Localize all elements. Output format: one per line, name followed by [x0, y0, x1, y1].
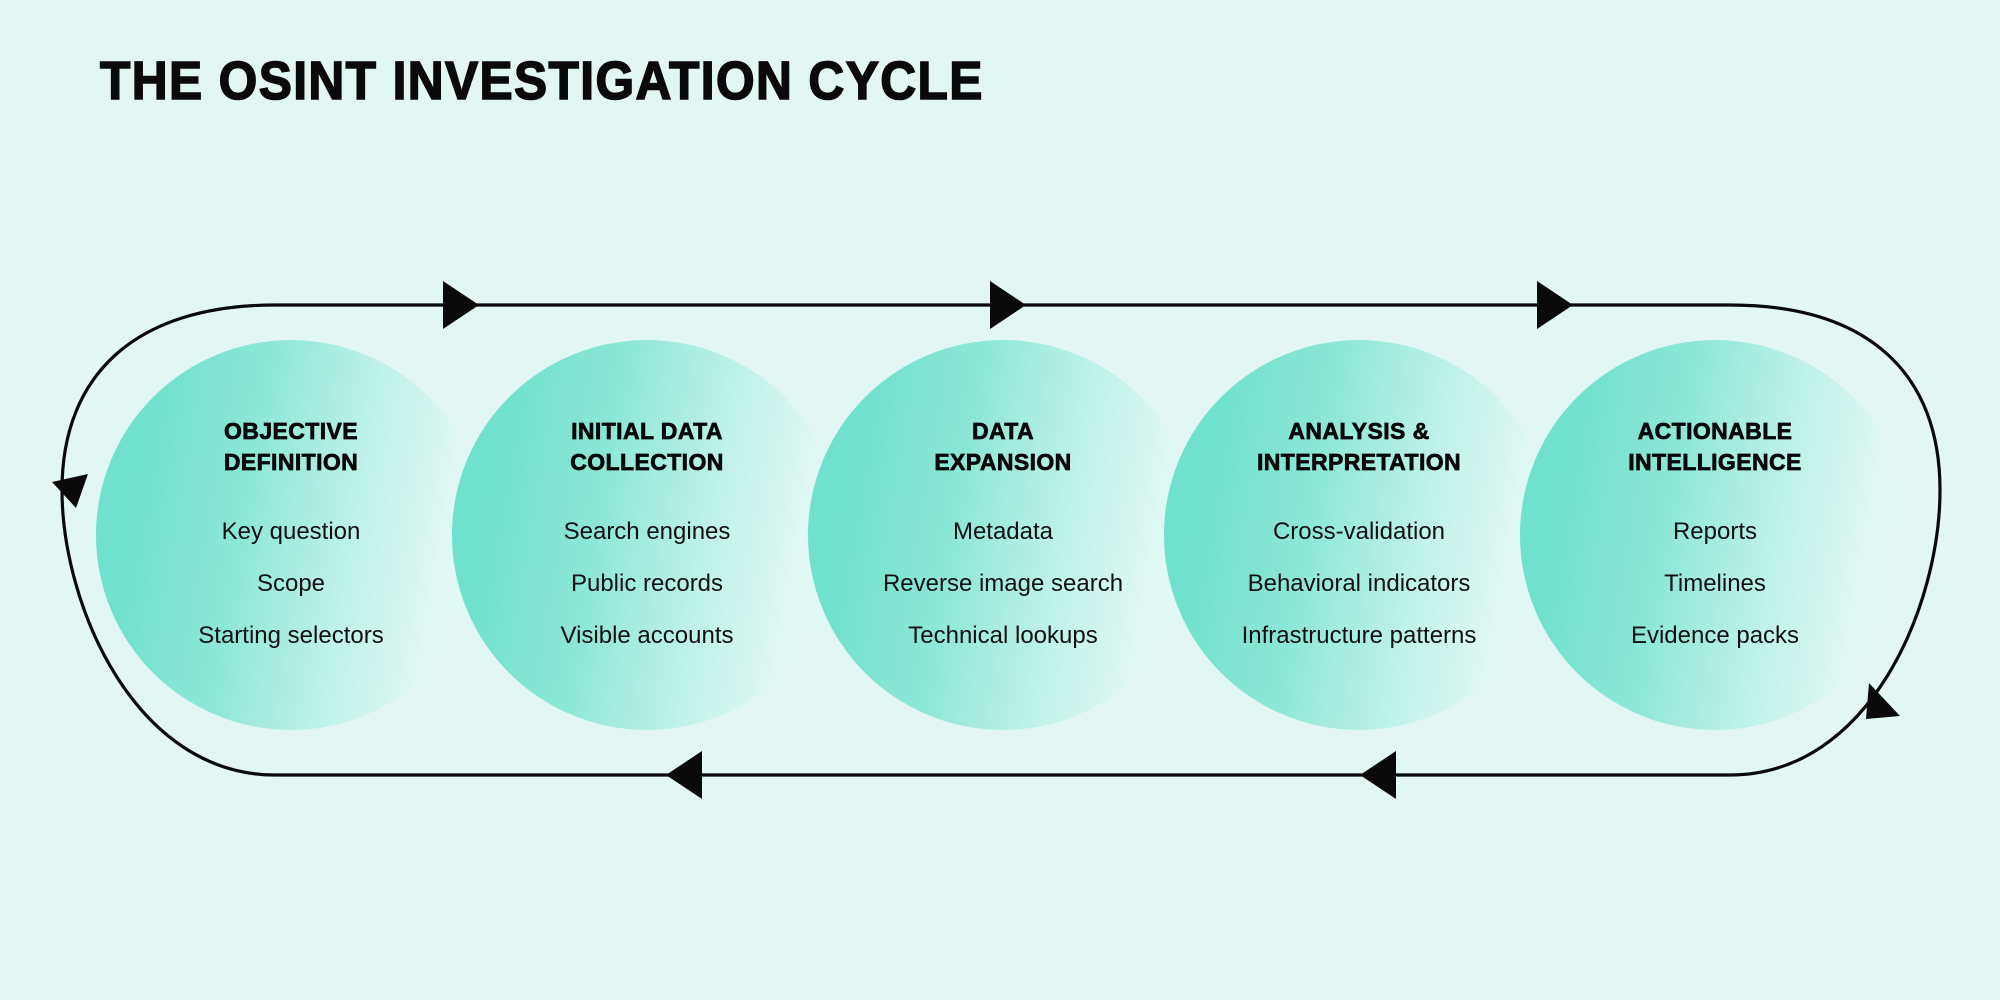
stage-analysis-interpretation[interactable]: ANALYSIS & INTERPRETATION Cross-validati…	[1164, 340, 1554, 730]
stage-initial-data-collection[interactable]: INITIAL DATA COLLECTION Search engines P…	[452, 340, 842, 730]
stage-item: Metadata	[952, 518, 1054, 545]
stage-title: OBJECTIVE DEFINITION	[223, 418, 359, 476]
stage-objective-definition[interactable]: OBJECTIVE DEFINITION Key question Scope …	[96, 340, 486, 730]
stage-item: Public records	[570, 570, 724, 597]
stage-item: Infrastructure patterns	[1241, 622, 1477, 649]
stage-item: Behavioral indicators	[1247, 570, 1471, 597]
stage-title: DATA EXPANSION	[934, 418, 1072, 476]
stage-item: Cross-validation	[1272, 518, 1446, 545]
stage-item: Scope	[256, 570, 326, 597]
stage-item: Visible accounts	[560, 622, 734, 649]
stage-actionable-intelligence[interactable]: ACTIONABLE INTELLIGENCE Reports Timeline…	[1520, 340, 1910, 730]
stage-item: Search engines	[563, 518, 731, 545]
stage-items: Key question Scope Starting selectors	[111, 506, 471, 662]
stage-item: Reports	[1672, 518, 1758, 545]
stage-item: Technical lookups	[908, 622, 1098, 649]
stage-item: Key question	[221, 518, 361, 545]
stage-item: Evidence packs	[1630, 622, 1800, 649]
stage-items: Search engines Public records Visible ac…	[467, 506, 827, 662]
stage-item: Starting selectors	[198, 622, 384, 649]
stage-items: Cross-validation Behavioral indicators I…	[1179, 506, 1539, 662]
stage-items: Reports Timelines Evidence packs	[1535, 506, 1895, 662]
stage-item: Timelines	[1664, 570, 1766, 597]
stage-data-expansion[interactable]: DATA EXPANSION Metadata Reverse image se…	[808, 340, 1198, 730]
stage-items: Metadata Reverse image search Technical …	[823, 506, 1183, 662]
page-title: THE OSINT INVESTIGATION CYCLE	[99, 50, 984, 112]
stage-title: INITIAL DATA COLLECTION	[570, 418, 724, 476]
stage-item: Reverse image search	[882, 570, 1124, 597]
stage-title: ANALYSIS & INTERPRETATION	[1256, 418, 1462, 476]
stage-title: ACTIONABLE INTELLIGENCE	[1628, 418, 1802, 476]
